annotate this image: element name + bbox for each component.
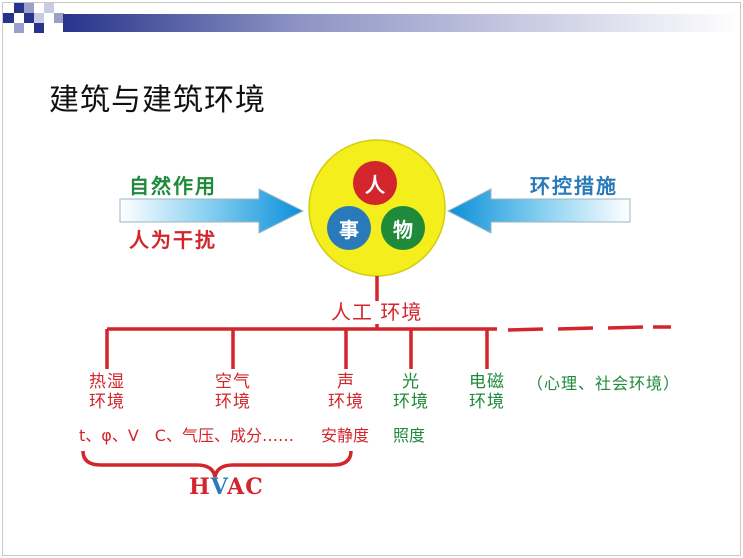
branch-em-line2: 环境 (469, 391, 505, 412)
right-arrow-label: 环控措施 (530, 174, 618, 198)
circle-ren (353, 161, 397, 205)
branch-light-line1: 光 (402, 372, 420, 392)
hvac-h: H (189, 474, 211, 500)
circle-wu-label: 物 (393, 217, 413, 242)
param-thermal-air: t、φ、V C、气压、成分…… (79, 426, 294, 445)
left-arrow-top-label: 自然作用 (129, 174, 217, 198)
hvac-label: HVAC (189, 474, 264, 500)
extra-note: （心理、社会环境） (527, 374, 681, 393)
circle-shi-label: 事 (339, 217, 359, 242)
corner-decoration (3, 3, 740, 33)
branch-thermal: 热湿 环境 (87, 372, 127, 412)
hvac-brace (81, 450, 353, 478)
branch-sound-line2: 环境 (328, 391, 364, 412)
page-title: 建筑与建筑环境 (49, 83, 266, 118)
branch-em: 电磁 环境 (467, 372, 507, 412)
branch-em-line1: 电磁 (469, 372, 505, 392)
branch-sound: 声 环境 (326, 372, 366, 412)
param-sound: 安静度 (321, 426, 370, 445)
branch-air-line1: 空气 (215, 372, 251, 392)
hvac-v: V (210, 474, 228, 500)
branch-light: 光 环境 (391, 372, 431, 412)
branch-thermal-line2: 环境 (89, 391, 125, 412)
branch-light-line2: 环境 (393, 391, 429, 412)
param-light: 照度 (393, 426, 426, 445)
left-arrow (119, 188, 305, 234)
hvac-ac: AC (227, 474, 264, 500)
branch-air: 空气 环境 (213, 372, 253, 412)
branch-sound-line1: 声 (337, 372, 355, 392)
right-arrow (446, 188, 631, 234)
branch-air-line2: 环境 (215, 391, 251, 412)
dashed-continuation (507, 325, 671, 332)
left-arrow-bottom-label: 人为干扰 (129, 228, 217, 252)
branch-thermal-line1: 热湿 (89, 372, 125, 392)
circle-wu (381, 206, 425, 250)
diagram-graphics (3, 3, 740, 478)
circle-ren-label: 人 (365, 172, 385, 197)
circle-shi (327, 206, 371, 250)
trunk-label: 人工 环境 (329, 300, 425, 324)
tree-lines (105, 276, 497, 369)
